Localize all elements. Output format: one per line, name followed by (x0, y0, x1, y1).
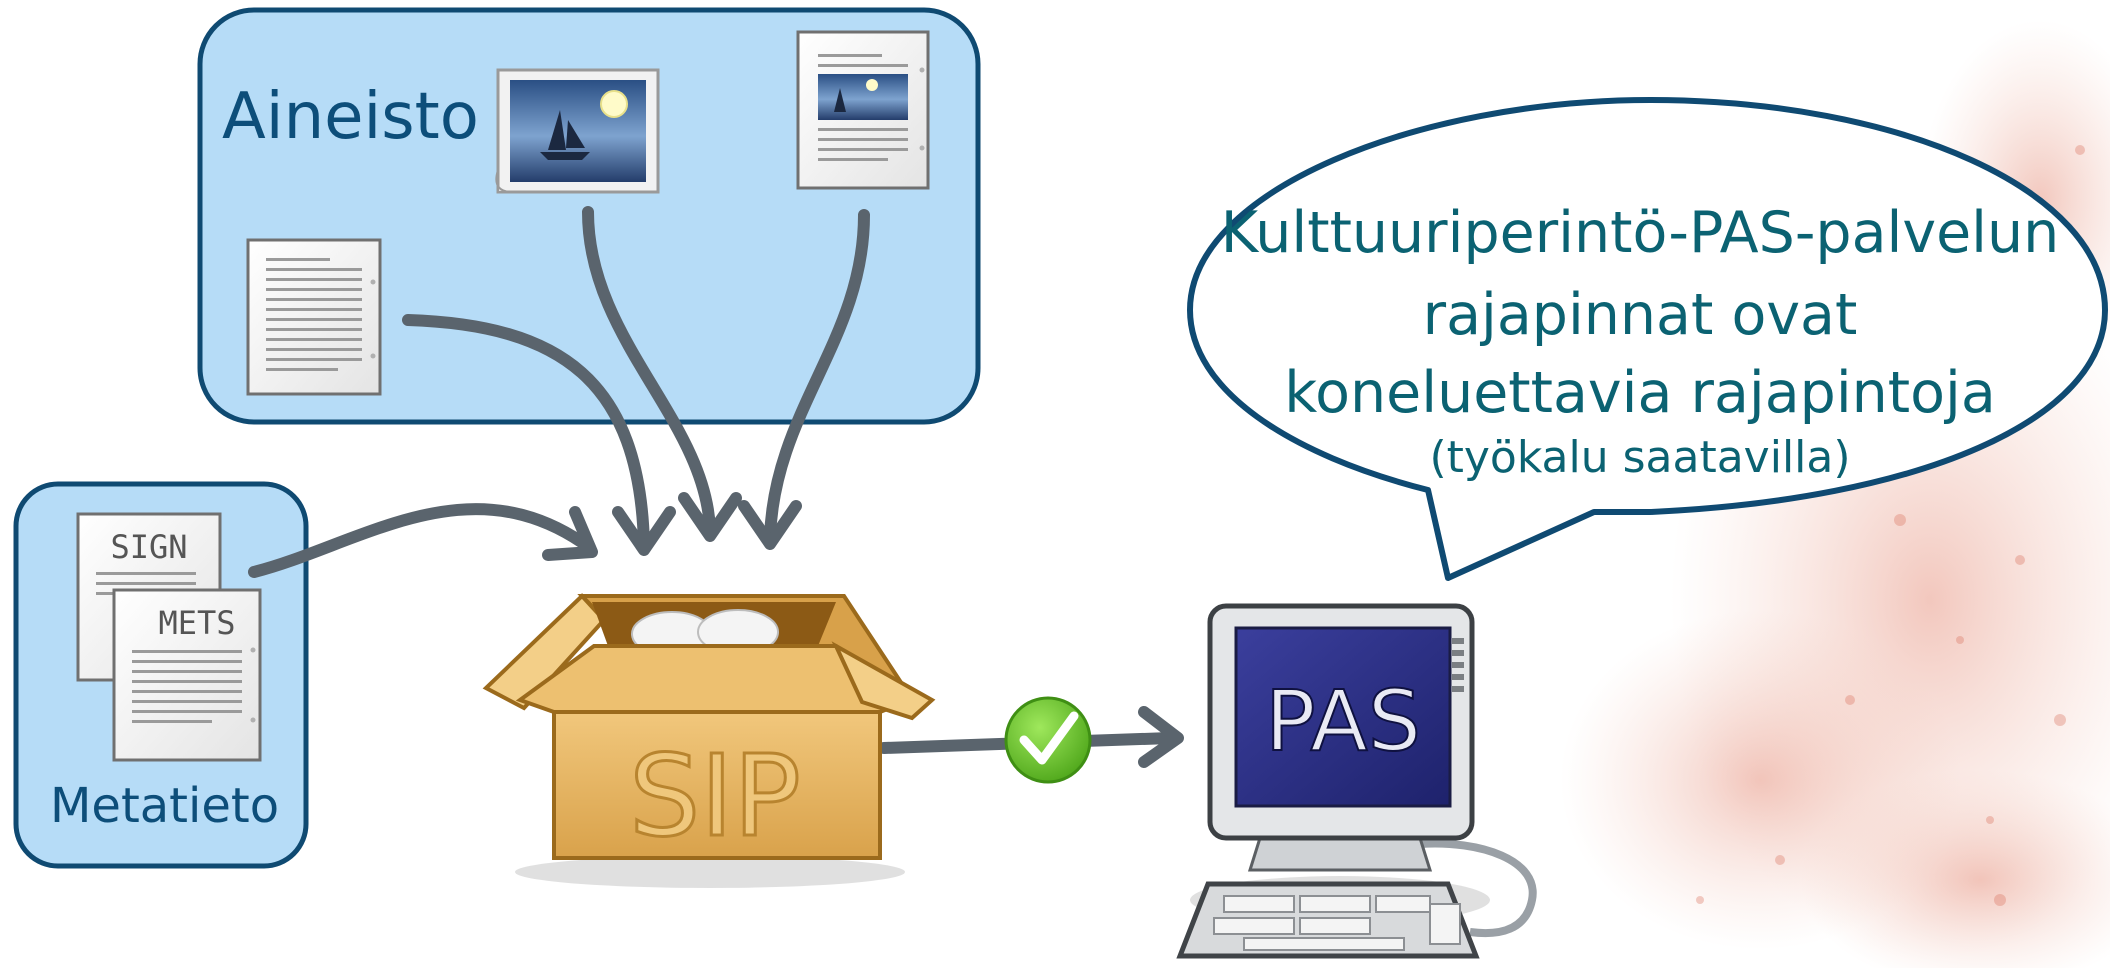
bubble-line-1: Kulttuuriperintö-PAS-palvelun (1220, 200, 2060, 266)
arrow-image-to-sip (582, 206, 716, 536)
check-icon (1004, 696, 1092, 784)
arrow-imagedoc-to-sip (764, 209, 870, 544)
arrow-document-to-sip-head (612, 506, 676, 556)
computer-icon: PAS (1176, 603, 1537, 959)
sip-box-icon: SIP (482, 593, 936, 888)
arrow-metadata-to-sip (248, 503, 596, 578)
mets-document-icon: METS (112, 588, 262, 762)
bubble-line-3: koneluettavia rajapintoja (1284, 360, 1996, 426)
bubble-line-4: (työkalu saatavilla) (1429, 432, 1851, 483)
arrow-imagedoc-to-sip-head (738, 500, 802, 550)
arrow-document-to-sip (402, 314, 650, 551)
mets-label: METS (158, 604, 235, 642)
text-document-icon (246, 238, 382, 396)
arrow-metadata-to-sip-head (542, 506, 598, 561)
speech-bubble (1187, 97, 2108, 581)
sign-label: SIGN (110, 528, 187, 566)
flow-arrows (248, 206, 1184, 768)
arrow-sip-to-pas-head (1138, 706, 1184, 768)
aineisto-label: Aineisto (222, 80, 479, 154)
sip-label: SIP (629, 732, 801, 862)
image-file-icon (495, 68, 660, 194)
arrow-image-to-sip-head (678, 492, 742, 542)
image-document-icon (796, 30, 930, 190)
metatieto-label: Metatieto (50, 778, 280, 834)
pas-label: PAS (1265, 672, 1421, 770)
bubble-line-2: rajapinnat ovat (1422, 282, 1858, 348)
